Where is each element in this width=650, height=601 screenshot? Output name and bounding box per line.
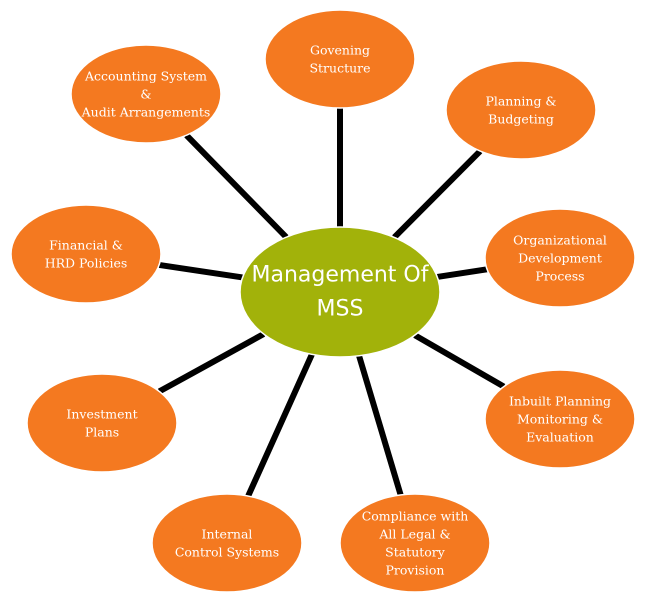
connector-compliance-legal-statutory-provision [356,354,404,496]
connector-financial-hrd-policies [158,261,243,281]
node-label-inbuilt-planning-monitoring-evaluation-line-3: Evaluation [526,430,594,445]
node-label-financial-hrd-policies-line-2: HRD Policies [45,256,128,271]
node-label-organizational-development-process-line-1: Organizational [513,233,607,248]
hub-ellipse [239,226,441,358]
node-ellipse-govening-structure [264,9,416,109]
hub-label-line-2: MSS [317,297,364,322]
node-accounting-system-audit-arrangements: Accounting System & Audit Arrangements [70,44,222,144]
connector-investment-plans [157,331,266,395]
connector-organizational-development-process [436,266,488,280]
node-label-accounting-system-audit-arrangements-line-1: Accounting System [84,69,207,84]
connector-inbuilt-planning-monitoring-evaluation [413,332,506,390]
node-ellipse-inbuilt-planning-monitoring-evaluation [484,369,636,469]
node-label-internal-control-systems-line-2: Control Systems [175,545,279,560]
node-ellipse-organizational-development-process [484,208,636,308]
node-ellipse-financial-hrd-policies [10,204,162,304]
node-label-compliance-legal-statutory-provision-line-3: Statutory [385,545,446,560]
hub-label-line-1: Management Of [252,263,430,288]
node-label-investment-plans-line-2: Plans [85,425,119,440]
node-label-compliance-legal-statutory-provision-line-1: Compliance with [362,509,469,524]
node-label-planning-budgeting-line-1: Planning & [485,94,556,109]
node-label-internal-control-systems-line-1: Internal [202,527,253,542]
node-ellipse-planning-budgeting [445,60,597,160]
node-label-investment-plans-line-1: Investment [66,407,137,422]
connector-planning-budgeting [392,148,483,240]
node-label-accounting-system-audit-arrangements-line-2: & [140,87,151,102]
node-label-inbuilt-planning-monitoring-evaluation-line-2: Monitoring & [517,412,603,427]
connector-lines [157,108,506,498]
node-financial-hrd-policies: Financial & HRD Policies [10,204,162,304]
connector-accounting-system-audit-arrangements [184,133,289,240]
central-hub: Management Of MSS [239,226,441,358]
node-label-financial-hrd-policies-line-1: Financial & [49,238,123,253]
node-label-govening-structure-line-2: Structure [309,61,370,76]
node-label-organizational-development-process-line-3: Process [535,269,584,284]
node-ellipse-accounting-system-audit-arrangements [70,44,222,144]
node-planning-budgeting: Planning & Budgeting [445,60,597,160]
node-ellipse-compliance-legal-statutory-provision [339,493,491,593]
node-label-govening-structure-line-1: Govening [310,43,370,58]
node-label-organizational-development-process-line-2: Development [518,251,602,266]
node-ellipse-internal-control-systems [151,493,303,593]
connector-internal-control-systems [245,353,315,498]
node-label-inbuilt-planning-monitoring-evaluation-line-1: Inbuilt Planning [509,394,611,409]
node-label-planning-budgeting-line-2: Budgeting [488,112,554,127]
node-label-compliance-legal-statutory-provision-line-4: Provision [386,563,445,578]
node-label-compliance-legal-statutory-provision-line-2: All Legal & [378,527,450,542]
node-label-accounting-system-audit-arrangements-line-3: Audit Arrangements [81,105,211,120]
node-ellipse-investment-plans [26,373,178,473]
